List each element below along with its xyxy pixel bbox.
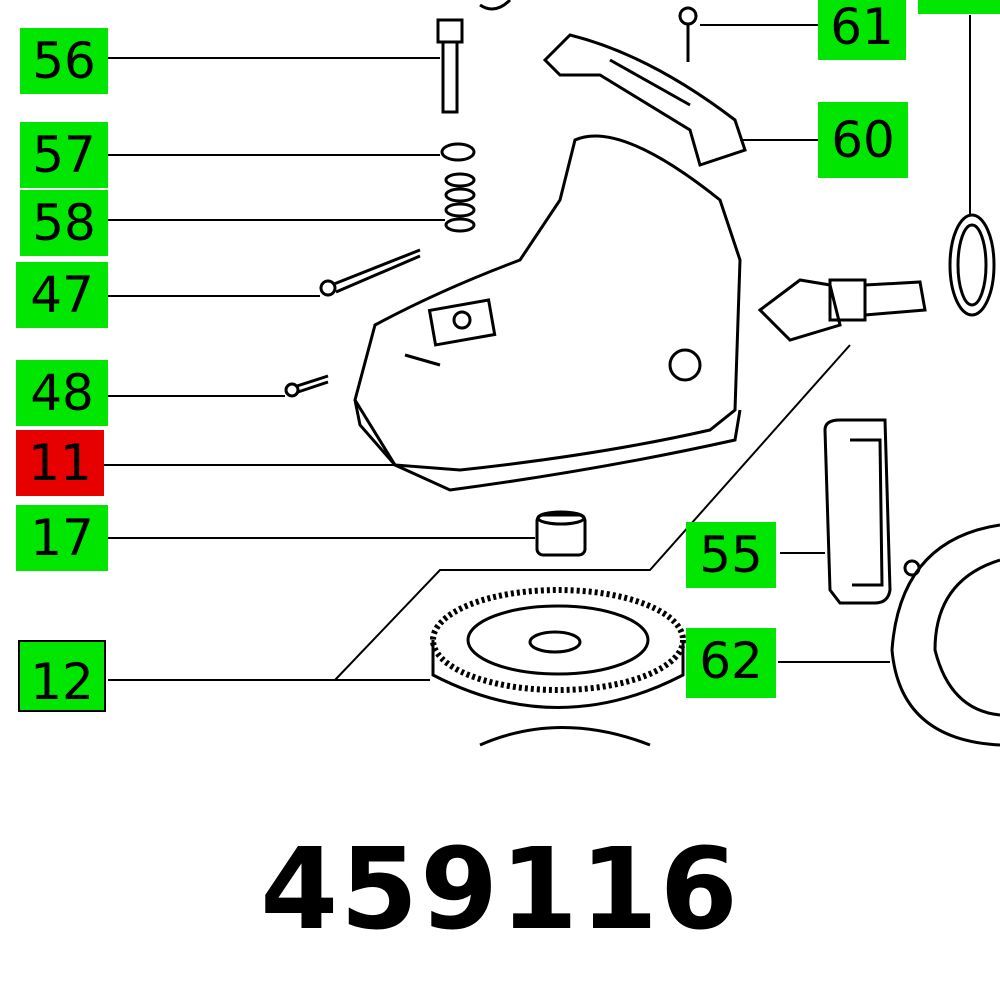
callout-61: 61 [818, 0, 906, 60]
bolt-56 [436, 0, 512, 114]
bushing-17 [535, 510, 587, 557]
callout-12: 12 [18, 640, 106, 712]
leader-lines [104, 15, 971, 681]
spring-58 [444, 172, 476, 233]
seal-ring-15 [948, 213, 996, 317]
washer-57 [440, 142, 476, 162]
handle-cover-60 [542, 33, 747, 167]
part-number: 459116 [260, 825, 740, 955]
callout-56: 56 [20, 28, 108, 94]
callout-60: 60 [818, 102, 908, 178]
callout-62: 62 [686, 628, 776, 698]
pinion-gear [757, 278, 927, 342]
screw-48 [284, 374, 329, 398]
housing-11 [353, 134, 742, 492]
callout-57: 57 [20, 122, 108, 188]
callout-17: 17 [16, 505, 108, 571]
flange-62 [890, 523, 1000, 747]
gasket-55 [823, 418, 892, 605]
screw-61 [678, 6, 698, 62]
callout-58: 58 [20, 190, 108, 256]
callout-48: 48 [16, 360, 108, 426]
bevel-gear-12 [430, 587, 686, 747]
callout-15: 15 [918, 0, 1000, 14]
callout-11-highlighted: 11 [16, 430, 104, 496]
callout-55: 55 [686, 522, 776, 588]
screw-47 [319, 248, 421, 297]
callout-47: 47 [16, 262, 108, 328]
